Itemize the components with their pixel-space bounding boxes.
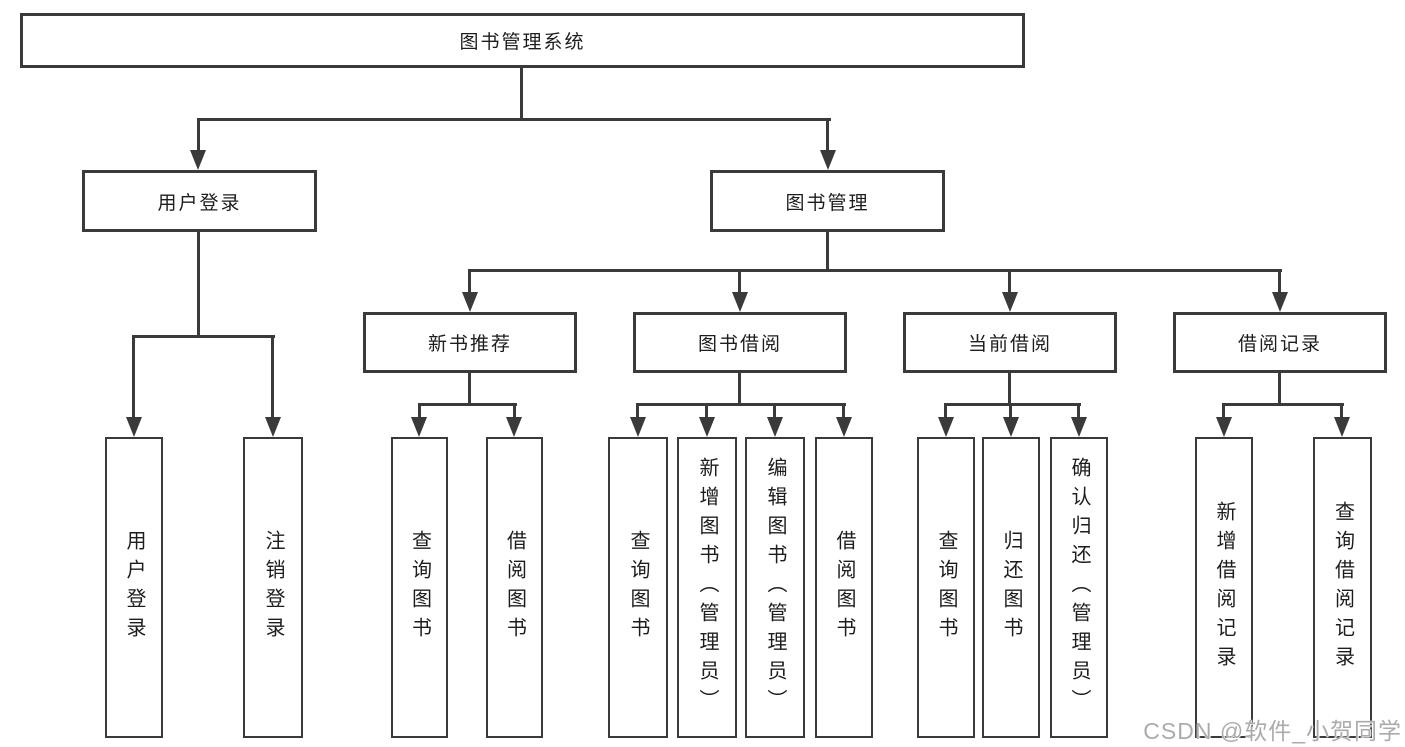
connector-to-new-book-rec [468, 269, 471, 295]
arrowhead-down-icon [1003, 417, 1019, 437]
leaf-add-borrow-record: 新增借阅记录 [1195, 437, 1253, 738]
connector-level3-bar [468, 269, 1282, 272]
node-borrow-records: 借阅记录 [1173, 312, 1387, 373]
leaf-edit-books-admin: 编辑图书（管理员） [745, 437, 805, 738]
arrowhead-down-icon [1272, 292, 1288, 312]
connector-to-user-login [197, 118, 200, 152]
arrowhead-down-icon [836, 417, 852, 437]
arrowhead-down-icon [411, 417, 427, 437]
leaf-query-books-borrow: 查询图书 [608, 437, 668, 738]
connector-leaf-stub [1340, 403, 1343, 419]
leaf-borrow-books-rec: 借阅图书 [486, 437, 543, 738]
leaf-label: 新增借阅记录 [1213, 500, 1235, 675]
connector-to-borrow-records [1278, 269, 1281, 295]
arrowhead-down-icon [462, 292, 478, 312]
leaf-borrow-books: 借阅图书 [815, 437, 873, 738]
node-root-library-system: 图书管理系统 [20, 13, 1025, 68]
leaf-query-books-current: 查询图书 [917, 437, 975, 738]
node-label: 图书管理系统 [459, 32, 586, 53]
arrowhead-down-icon [732, 292, 748, 312]
node-current-borrow: 当前借阅 [903, 312, 1117, 373]
connector-group1-stem [468, 371, 471, 406]
arrowhead-down-icon [1216, 417, 1232, 437]
arrowhead-down-icon [1071, 417, 1087, 437]
leaf-user-login: 用户登录 [105, 437, 163, 738]
connector-leaf-stub [1077, 403, 1080, 419]
connector-book-mgmt-stem [826, 230, 829, 272]
leaf-label: 注销登录 [262, 529, 284, 646]
connector-to-leaf-login [132, 335, 135, 419]
connector-group1-bar [418, 403, 517, 406]
connector-level2-bar [197, 118, 831, 121]
connector-leaf-stub [636, 403, 639, 419]
connector-leaf-stub [418, 403, 421, 419]
connector-group2-bar [636, 403, 846, 406]
leaf-label: 编辑图书（管理员） [764, 457, 786, 718]
leaf-add-books-admin: 新增图书（管理员） [677, 437, 737, 738]
connector-leaf-stub [1222, 403, 1225, 419]
connector-user-login-stem [197, 230, 200, 337]
leaf-query-books-rec: 查询图书 [391, 437, 448, 738]
node-label: 当前借阅 [967, 334, 1052, 355]
leaf-label: 借阅图书 [833, 529, 855, 646]
node-label: 新书推荐 [427, 334, 512, 355]
connector-leaf-stub [513, 403, 516, 419]
connector-to-leaf-logout [271, 335, 274, 419]
arrowhead-down-icon [1334, 417, 1350, 437]
leaf-label: 查询图书 [627, 529, 649, 646]
arrowhead-down-icon [699, 417, 715, 437]
connector-leaf-stub [705, 403, 708, 419]
connector-leaf-stub [1009, 403, 1012, 419]
leaf-logout: 注销登录 [243, 437, 303, 738]
connector-group4-bar [1222, 403, 1344, 406]
leaf-label: 查询图书 [408, 529, 431, 646]
node-label: 图书借阅 [697, 334, 782, 355]
leaf-label: 查询图书 [935, 529, 957, 646]
arrowhead-down-icon [767, 417, 783, 437]
connector-group3-bar [944, 403, 1081, 406]
connector-user-login-bar [132, 335, 275, 338]
connector-group3-stem [1008, 371, 1011, 406]
leaf-query-borrow-record: 查询借阅记录 [1313, 437, 1372, 738]
leaf-label: 查询借阅记录 [1331, 500, 1354, 675]
node-label: 借阅记录 [1237, 334, 1322, 355]
node-book-borrow: 图书借阅 [633, 312, 847, 373]
connector-leaf-stub [842, 403, 845, 419]
leaf-return-books: 归还图书 [982, 437, 1040, 738]
node-label: 用户登录 [157, 192, 242, 214]
arrowhead-down-icon [506, 417, 522, 437]
leaf-confirm-return-admin: 确认归还（管理员） [1050, 437, 1108, 738]
csdn-watermark: CSDN @软件_小贺同学 [1143, 718, 1402, 744]
connector-to-book-mgmt [826, 118, 829, 152]
connector-to-current-borrow [1008, 269, 1011, 295]
node-label: 图书管理 [785, 192, 870, 214]
arrowhead-down-icon [126, 417, 142, 437]
arrowhead-down-icon [820, 150, 836, 170]
leaf-label: 确认归还（管理员） [1068, 457, 1090, 718]
arrowhead-down-icon [630, 417, 646, 437]
node-user-login: 用户登录 [82, 170, 317, 232]
node-new-book-rec: 新书推荐 [363, 312, 577, 373]
connector-group4-stem [1278, 371, 1281, 406]
arrowhead-down-icon [938, 417, 954, 437]
leaf-label: 新增图书（管理员） [696, 457, 718, 718]
connector-leaf-stub [944, 403, 947, 419]
node-book-mgmt: 图书管理 [710, 170, 945, 232]
arrowhead-down-icon [265, 417, 281, 437]
leaf-label: 归还图书 [1000, 529, 1022, 646]
connector-root-stem [520, 66, 523, 121]
arrowhead-down-icon [1002, 292, 1018, 312]
arrowhead-down-icon [190, 150, 206, 170]
leaf-label: 借阅图书 [503, 529, 526, 646]
leaf-label: 用户登录 [123, 529, 145, 646]
connector-to-book-borrow [738, 269, 741, 295]
connector-group2-stem [738, 371, 741, 406]
connector-leaf-stub [773, 403, 776, 419]
